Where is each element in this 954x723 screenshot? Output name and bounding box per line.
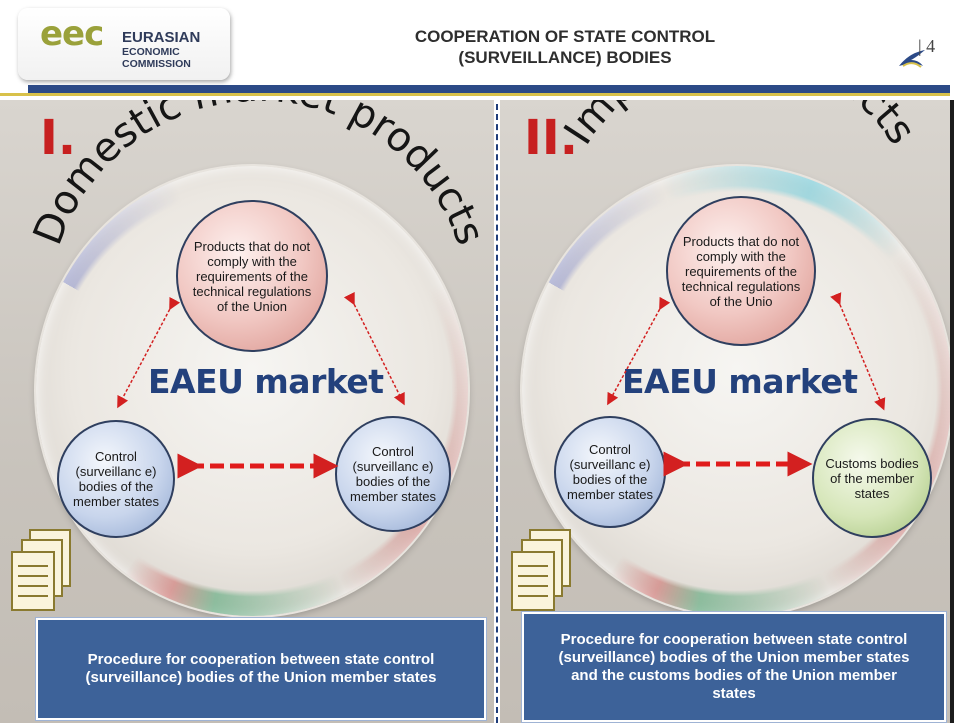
section-numeral: I. [40, 110, 77, 166]
arrow-top-right [343, 291, 405, 406]
control-bodies-circle: Control (surveillanc e) bodies of the me… [554, 416, 666, 528]
header-rule-yellow [0, 93, 950, 96]
arrow-top-left [117, 296, 181, 409]
logo-line-2: ECONOMIC [122, 46, 180, 58]
control-bodies-circle-right: Control (surveillanc e) bodies of the me… [335, 416, 451, 532]
control-bodies-circle-left: Control (surveillanc e) bodies of the me… [57, 420, 175, 538]
logo-mark: eec [40, 14, 104, 54]
relation-arrows [607, 292, 886, 477]
logo-line-3: COMMISSION [122, 58, 191, 70]
procedure-footer-left: Procedure for cooperation between state … [36, 618, 486, 720]
header-rule-blue [28, 85, 950, 93]
documents-icon [511, 529, 571, 611]
bird-emblem-icon [899, 50, 925, 68]
customs-bodies-circle: Customs bodies of the member states [812, 418, 932, 538]
arc-title: Imported products [555, 100, 924, 153]
domestic-products-panel: I. Domestic market products Products tha… [0, 100, 494, 723]
procedure-footer-right: Procedure for cooperation between state … [522, 612, 946, 722]
slide-title: COOPERATION OF STATE CONTROL (SURVEILLAN… [330, 26, 800, 68]
arrow-top-right [830, 292, 886, 411]
arrow-top-left [607, 296, 671, 406]
slide-title-line-1: COOPERATION OF STATE CONTROL [414, 27, 716, 46]
panel-divider [496, 104, 498, 723]
logo-text: EURASIAN ECONOMIC COMMISSION [122, 29, 201, 71]
relation-arrows [117, 291, 405, 479]
documents-icon [11, 529, 71, 611]
page-number: | 4 [918, 36, 936, 56]
slide-title-line-2: (SURVEILLANCE) BODIES [458, 48, 672, 67]
logo-line-1: EURASIAN [122, 29, 201, 46]
non-compliant-products-circle: Products that do not comply with the req… [666, 196, 816, 346]
imported-products-panel: II. Imported products Products that do n… [500, 100, 954, 723]
non-compliant-products-circle: Products that do not comply with the req… [176, 200, 328, 352]
eec-logo: eec EURASIAN ECONOMIC COMMISSION [18, 8, 230, 80]
section-numeral: II. [524, 110, 578, 166]
slide-header: eec EURASIAN ECONOMIC COMMISSION COOPERA… [0, 0, 954, 98]
